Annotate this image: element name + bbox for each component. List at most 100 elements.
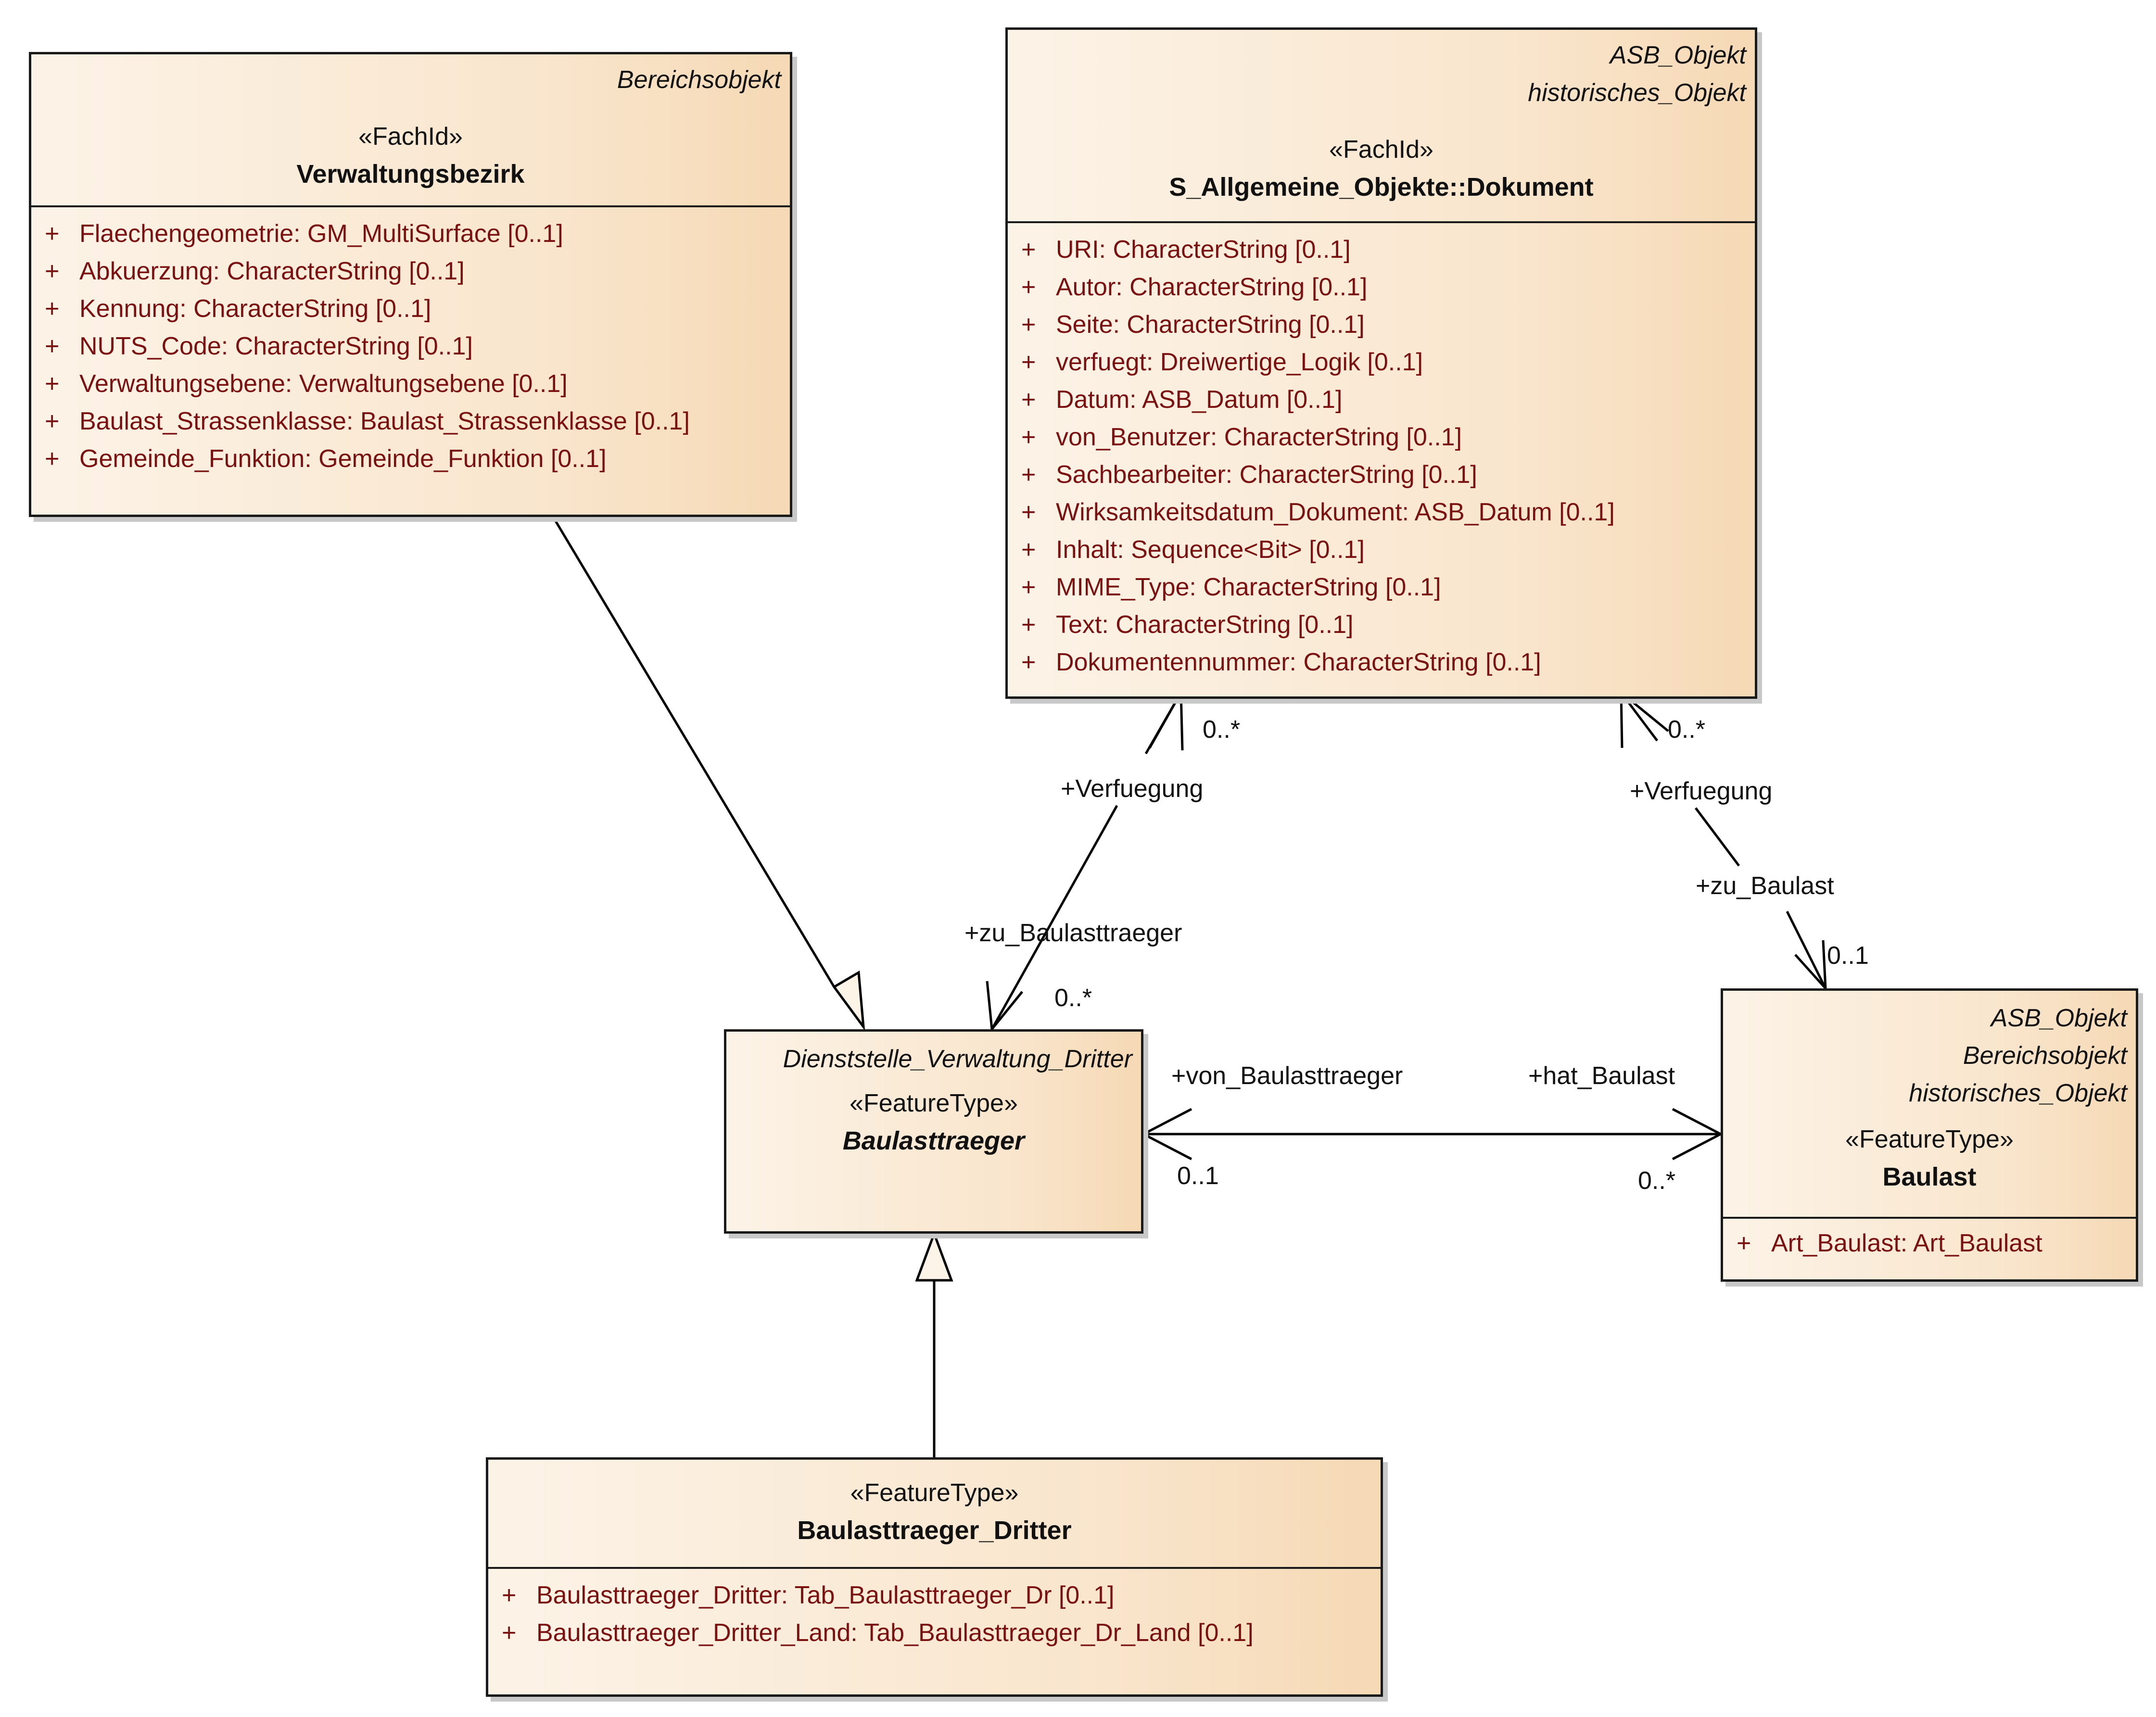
generalization-arrowhead-baulasttraeger xyxy=(915,1230,953,1282)
attribute-text: MIME_Type: CharacterString [0..1] xyxy=(1056,573,1441,601)
role-label-hat-baulast: +hat_Baulast xyxy=(1528,1062,1675,1090)
attribute-row[interactable]: + Kennung: CharacterString [0..1] xyxy=(31,290,790,328)
class-baulasttraeger-dritter-header: «FeatureType» Baulasttraeger_Dritter xyxy=(488,1460,1381,1569)
tag-bereichsobjekt: Bereichsobjekt xyxy=(1963,1042,2127,1070)
attribute-text: Baulasttraeger_Dritter: Tab_Baulasttraeg… xyxy=(536,1581,1115,1609)
attribute-row[interactable]: +Gemeinde_Funktion: Gemeinde_Funktion [0… xyxy=(31,440,790,478)
visibility-marker: + xyxy=(1021,273,1036,301)
association-line-dokument-baulast-lower xyxy=(1786,910,1827,989)
attribute-text: NUTS_Code: CharacterString [0..1] xyxy=(79,332,473,360)
attribute-row[interactable]: + Seite: CharacterString [0..1] xyxy=(1008,306,1755,343)
attribute-row[interactable]: +Datum: ASB_Datum [0..1] xyxy=(1008,381,1755,418)
tag-dienststelle-verwaltung-dritter: Dienststelle_Verwaltung_Dritter xyxy=(783,1045,1132,1073)
attribute-row[interactable]: + von_Benutzer: CharacterString [0..1] xyxy=(1008,418,1755,456)
attribute-text: Kennung: CharacterString [0..1] xyxy=(79,295,431,323)
attribute-text: URI: CharacterString [0..1] xyxy=(1056,236,1351,264)
visibility-marker: + xyxy=(1021,386,1036,414)
generalization-line-baulasttraeger-to-verwaltungsbezirk xyxy=(552,516,836,988)
visibility-marker: + xyxy=(1021,498,1036,526)
stereotype-label: «FachId» xyxy=(358,123,463,151)
class-name: S_Allgemeine_Objekte::Dokument xyxy=(1169,173,1594,202)
attribute-row[interactable]: + Sachbearbeiter: CharacterString [0..1] xyxy=(1008,456,1755,493)
multiplicity-label-baulasttraeger-right: 0..1 xyxy=(1177,1162,1219,1190)
attribute-row[interactable]: + Baulasttraeger_Dritter: Tab_Baulasttrae… xyxy=(488,1577,1381,1614)
visibility-marker: + xyxy=(1021,348,1036,376)
attribute-text: Flaechengeometrie: GM_MultiSurface [0..1… xyxy=(79,220,563,248)
attribute-row[interactable]: + Baulast_Strassenklasse: Baulast_Strasse… xyxy=(31,403,790,440)
class-verwaltungsbezirk[interactable]: Bereichsobjekt «FachId» Verwaltungsbezir… xyxy=(29,52,792,517)
attribute-list: + Flaechengeometrie: GM_MultiSurface [0..… xyxy=(31,207,790,478)
attribute-row[interactable]: +Inhalt: Sequence<Bit> [0..1] xyxy=(1008,531,1755,568)
attribute-row[interactable]: +Baulasttraeger_Dritter_Land: Tab_Baulas… xyxy=(488,1614,1381,1652)
attribute-row[interactable]: + Autor: CharacterString [0..1] xyxy=(1008,268,1755,306)
association-line-dokument-baulast-upper xyxy=(1620,692,1658,742)
association-line-dokument-baulast-middle xyxy=(1695,807,1740,867)
attribute-list: +Art_Baulast: Art_Baulast xyxy=(1723,1219,2136,1262)
visibility-marker: + xyxy=(45,295,60,323)
attribute-text: Verwaltungsebene: Verwaltungsebene [0..1… xyxy=(79,370,568,398)
visibility-marker: + xyxy=(1021,573,1036,601)
visibility-marker: + xyxy=(502,1581,517,1609)
attribute-row[interactable]: + MIME_Type: CharacterString [0..1] xyxy=(1008,568,1755,606)
role-label-zu-baulasttraeger: +zu_Baulasttraeger xyxy=(964,919,1182,947)
visibility-marker: + xyxy=(1021,461,1036,489)
attribute-row[interactable]: +URI: CharacterString [0..1] xyxy=(1008,231,1755,268)
class-baulasttraeger[interactable]: Dienststelle_Verwaltung_Dritter «Feature… xyxy=(724,1029,1143,1234)
visibility-marker: + xyxy=(1021,648,1036,676)
role-label-verfuegung-left: +Verfuegung xyxy=(1061,775,1204,803)
class-baulast-header: ASB_Objekt Bereichsobjekt historisches_O… xyxy=(1723,991,2136,1219)
attribute-text: von_Benutzer: CharacterString [0..1] xyxy=(1056,423,1462,451)
class-name: Baulasttraeger_Dritter xyxy=(797,1516,1072,1545)
tags-list: ASB_Objekt Bereichsobjekt historisches_O… xyxy=(1723,991,2136,1112)
attribute-row[interactable]: + Text: CharacterString [0..1] xyxy=(1008,606,1755,644)
stereotype-label: «FeatureType» xyxy=(850,1479,1019,1507)
attribute-row[interactable]: + Flaechengeometrie: GM_MultiSurface [0..… xyxy=(31,215,790,252)
class-baulast[interactable]: ASB_Objekt Bereichsobjekt historisches_O… xyxy=(1721,988,2138,1282)
attribute-text: Dokumentennummer: CharacterString [0..1] xyxy=(1056,648,1541,676)
role-label-zu-baulast: +zu_Baulast xyxy=(1696,872,1834,900)
generalization-arrowhead-verwaltungsbezirk xyxy=(832,970,865,1031)
attribute-row[interactable]: +Abkuerzung: CharacterString [0..1] xyxy=(31,252,790,290)
visibility-marker: + xyxy=(45,370,60,398)
class-dokument-header: ASB_Objekt historisches_Objekt «FachId» … xyxy=(1008,30,1755,223)
visibility-marker: + xyxy=(45,220,60,248)
tag-bereichsobjekt: Bereichsobjekt xyxy=(617,66,781,94)
class-baulasttraeger-dritter[interactable]: «FeatureType» Baulasttraeger_Dritter +Ba… xyxy=(486,1457,1383,1697)
visibility-marker: + xyxy=(45,407,60,435)
class-name: Verwaltungsbezirk xyxy=(296,160,525,189)
multiplicity-label-baulasttraeger-top: 0..* xyxy=(1054,984,1092,1012)
stereotype-label: «FachId» xyxy=(1329,136,1433,164)
attribute-row[interactable]: +Wirksamkeitsdatum_Dokument: ASB_Datum [… xyxy=(1008,493,1755,531)
multiplicity-label-dokument-right: 0..* xyxy=(1668,716,1706,744)
tag-historisches-objekt: historisches_Objekt xyxy=(1528,79,1746,107)
attribute-text: Sachbearbeiter: CharacterString [0..1] xyxy=(1056,461,1477,489)
tags-list: ASB_Objekt historisches_Objekt xyxy=(1008,30,1755,112)
visibility-marker: + xyxy=(1021,311,1036,339)
attribute-row[interactable]: + Dokumentennummer: CharacterString [0..1… xyxy=(1008,644,1755,681)
attribute-text: Baulasttraeger_Dritter_Land: Tab_Baulast… xyxy=(536,1619,1254,1647)
visibility-marker: + xyxy=(1021,536,1036,564)
attribute-row[interactable]: + verfuegt: Dreiwertige_Logik [0..1] xyxy=(1008,343,1755,381)
visibility-marker: + xyxy=(1021,423,1036,451)
role-label-verfuegung-right: +Verfuegung xyxy=(1630,777,1773,805)
attribute-row[interactable]: +NUTS_Code: CharacterString [0..1] xyxy=(31,328,790,365)
multiplicity-label-baulast-left: 0..* xyxy=(1638,1167,1676,1195)
class-name: Baulasttraeger xyxy=(842,1126,1025,1155)
attribute-text: verfuegt: Dreiwertige_Logik [0..1] xyxy=(1056,348,1423,376)
class-baulasttraeger-header: Dienststelle_Verwaltung_Dritter «Feature… xyxy=(726,1032,1141,1160)
attribute-text: Autor: CharacterString [0..1] xyxy=(1056,273,1368,301)
navigable-arrow-to-baulasttraeger-right xyxy=(1141,1108,1192,1161)
stereotype-label: «FeatureType» xyxy=(1845,1125,2014,1153)
visibility-marker: + xyxy=(1021,611,1036,639)
class-dokument[interactable]: ASB_Objekt historisches_Objekt «FachId» … xyxy=(1005,27,1757,699)
multiplicity-label-baulast-top: 0..1 xyxy=(1827,942,1869,970)
attribute-text: Seite: CharacterString [0..1] xyxy=(1056,311,1365,339)
tag-asb-objekt: ASB_Objekt xyxy=(1991,1004,2127,1032)
attribute-text: Gemeinde_Funktion: Gemeinde_Funktion [0.… xyxy=(79,445,607,473)
attribute-text: Baulast_Strassenklasse: Baulast_Strassen… xyxy=(79,407,690,435)
multiplicity-label-dokument-left: 0..* xyxy=(1203,716,1241,744)
attribute-row[interactable]: + Verwaltungsebene: Verwaltungsebene [0..… xyxy=(31,365,790,403)
attribute-text: Text: CharacterString [0..1] xyxy=(1056,611,1354,639)
attribute-row[interactable]: +Art_Baulast: Art_Baulast xyxy=(1723,1225,2136,1262)
